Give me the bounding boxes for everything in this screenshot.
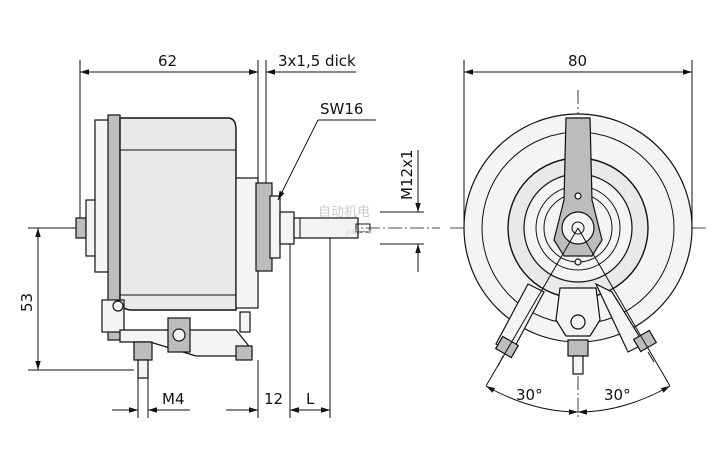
terminal-left-nut [133, 341, 153, 361]
terminal-left-stud [137, 359, 149, 379]
dim-length-62: 62 [158, 52, 177, 70]
watermark-sub: JIDIAN [345, 228, 374, 236]
front-flange [235, 177, 259, 309]
shaft-slot [355, 223, 371, 233]
terminal-right [594, 282, 658, 363]
dim-angle-left: 30° [516, 386, 543, 404]
bracket-screw [112, 300, 124, 312]
shaft-collar [279, 211, 295, 245]
terminal-block [555, 287, 601, 337]
dim-height-53: 53 [18, 293, 36, 312]
front-view: 80 30° 30° [450, 52, 708, 420]
dim-thread: M12x1 [398, 150, 416, 200]
side-lug [239, 311, 251, 333]
dim-shaft-12: 12 [264, 390, 283, 408]
terminal-center-front [567, 339, 589, 375]
dim-screw-m4: M4 [162, 390, 185, 408]
watermark-main: 自动机电 [318, 205, 370, 220]
nut-sw16 [269, 195, 281, 259]
terminal-block-screw [570, 314, 586, 330]
dim-plate-thickness: 3x1,5 dick [278, 52, 356, 70]
angle-arc-right [577, 385, 671, 415]
back-knob [75, 217, 87, 239]
dim-shaft-l: L [306, 390, 315, 408]
shaft [293, 217, 359, 239]
foot-right [235, 345, 253, 361]
housing-body [119, 117, 237, 311]
terminal-center-screw [172, 328, 186, 342]
side-view: 62 3x1,5 dick SW16 M12x1 53 M4 12 L [18, 52, 440, 418]
angle-arc-left [485, 385, 579, 415]
dim-angle-right: 30° [604, 386, 631, 404]
dim-diameter-80: 80 [568, 52, 587, 70]
dim-wrench-size: SW16 [320, 100, 363, 118]
watermark: 自动机电 JIDIAN [318, 205, 374, 236]
